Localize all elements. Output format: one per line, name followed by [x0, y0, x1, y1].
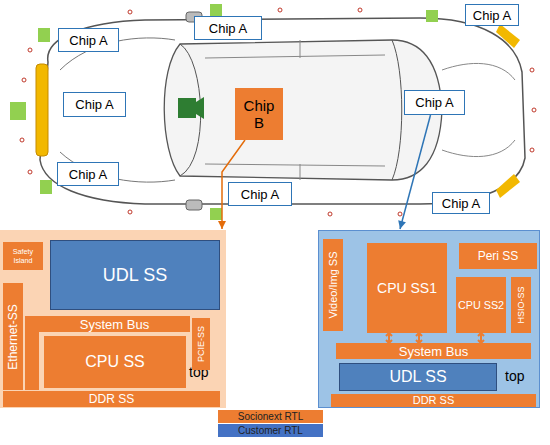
chip-label: Chip B [235, 88, 283, 140]
subsystem-box: HSIO-SS [511, 277, 531, 333]
subsystem-box: PCIE-SS [192, 318, 210, 370]
node-label: System Bus [399, 344, 468, 359]
bus-band: System Bus [336, 343, 531, 359]
legend-label: Customer RTL [238, 425, 303, 436]
subsystem-box: Safety Island [3, 242, 43, 270]
node-label: Video/Img SS [327, 251, 339, 318]
subsystem-box: UDL SS [339, 363, 497, 391]
node-label: CPU SS [85, 353, 145, 371]
node-label: Chip A [75, 97, 113, 112]
chip-label: Chip A [63, 92, 126, 117]
node-label: Peri SS [478, 249, 519, 263]
node-label: Chip A [241, 187, 279, 202]
subsystem-box: DDR SS [331, 394, 536, 407]
chip-label: Chip A [465, 4, 519, 26]
node-label: Chip A [442, 196, 480, 211]
soc-block: topSafety IslandUDL SSEthernet-SSSystem … [0, 230, 226, 408]
node-label: Chip A [209, 21, 247, 36]
subsystem-box: Video/Img SS [323, 239, 343, 331]
node-label: Ethernet-SS [6, 304, 20, 369]
chip-label: Chip A [58, 28, 119, 52]
node-label: System Bus [39, 316, 190, 332]
node-label: DDR SS [413, 394, 455, 407]
connector-arrow [398, 115, 430, 229]
soc-block: top Video/Img SS CPU SS1 Peri SS CPU SS2 HSIO… [318, 230, 540, 408]
node-label: Chip A [473, 8, 511, 23]
subsystem-box: CPU SS [44, 336, 186, 388]
node-label: Chip B [241, 97, 277, 131]
node-label: top [505, 368, 524, 384]
legend-swatch: Socionext RTL [218, 410, 323, 423]
node-label: CPU SS1 [377, 280, 437, 296]
legend-label: Socionext RTL [238, 411, 303, 422]
subsystem-box: Peri SS [459, 243, 537, 269]
node-label: DDR SS [89, 392, 134, 406]
subsystem-box: DDR SS [3, 391, 220, 407]
node-label: Chip A [69, 33, 107, 48]
node-label: PCIE-SS [196, 326, 206, 362]
node-label: Chip A [69, 167, 107, 182]
node-label: Chip A [415, 95, 453, 110]
subsystem-box: CPU SS1 [367, 243, 447, 333]
chip-label: Chip A [228, 182, 292, 206]
chip-label: Chip A [194, 16, 262, 40]
chip-label: Chip A [57, 162, 119, 186]
node-label: CPU SS2 [458, 298, 504, 312]
subsystem-box: UDL SS [50, 240, 220, 310]
subsystem-box: CPU SS2 [456, 277, 506, 333]
node-label: UDL SS [103, 265, 167, 286]
chip-label: Chip A [432, 192, 490, 214]
legend-swatch: Customer RTL [218, 424, 323, 437]
subsystem-box: Ethernet-SS [3, 283, 23, 390]
chip-label: Chip A [404, 90, 465, 115]
node-label: HSIO-SS [516, 286, 526, 323]
node-label: Safety Island [3, 247, 43, 265]
node-label: UDL SS [389, 368, 446, 386]
